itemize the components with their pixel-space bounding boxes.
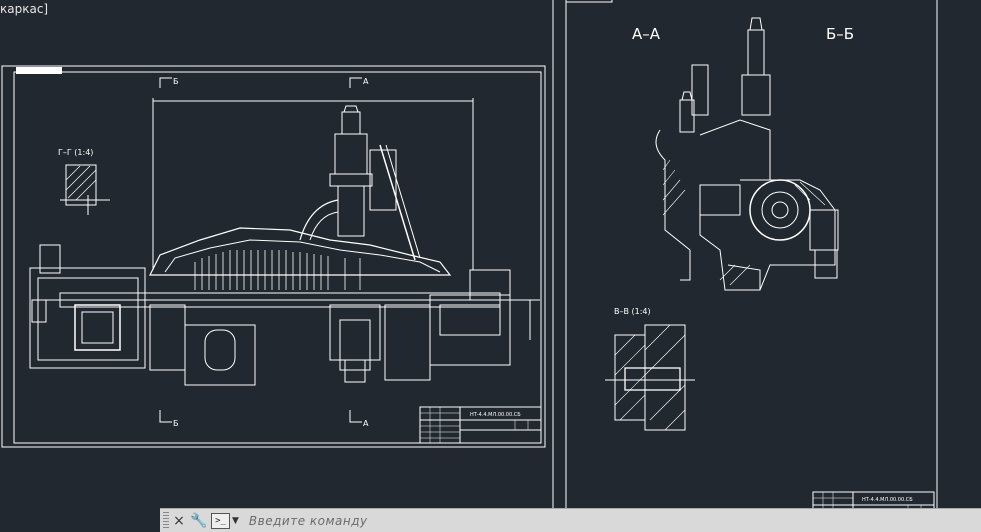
right-title-block-code: НТ-4.4.МЛ.00.00.СБ xyxy=(862,497,913,503)
cut-a-top-label: А xyxy=(363,77,369,86)
right-drawing-sheet xyxy=(565,0,938,531)
recent-commands-button[interactable]: >_ ▼ xyxy=(211,512,247,529)
cut-a-bottom-label: А xyxy=(363,419,369,428)
wrench-icon[interactable]: 🔧 xyxy=(190,512,208,529)
section-vv-label: В–В (1:4) xyxy=(614,307,651,316)
close-icon[interactable]: × xyxy=(173,512,185,529)
left-title-block-code: НТ-4.4.МЛ.00.00.СБ xyxy=(470,412,521,418)
cut-b-bottom-label: Б xyxy=(173,419,179,428)
command-input[interactable] xyxy=(246,512,811,529)
cut-b-top-label: Б xyxy=(173,77,179,86)
command-line-grip[interactable] xyxy=(163,511,169,530)
command-line: × 🔧 >_ ▼ xyxy=(160,508,981,532)
section-g-label: Г–Г (1:4) xyxy=(58,148,93,157)
section-aa-label: А–А xyxy=(632,25,661,43)
viewport-style-label[interactable]: каркас] xyxy=(0,2,49,16)
section-bb-label: Б–Б xyxy=(826,25,854,43)
chevron-down-icon: ▼ xyxy=(232,515,239,526)
prompt-icon: >_ xyxy=(211,512,230,529)
left-drawing-sheet xyxy=(1,65,546,448)
